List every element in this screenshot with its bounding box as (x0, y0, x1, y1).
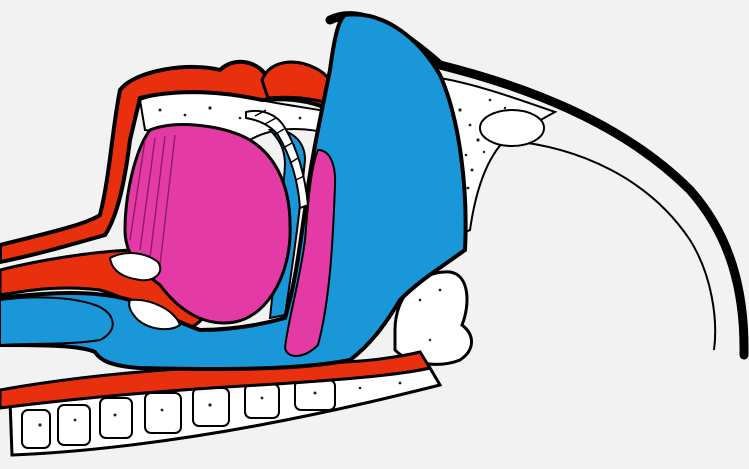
skull-inner-arc (500, 140, 715, 350)
left-blue-channel (0, 297, 113, 345)
bone-cavity-oval (480, 110, 544, 146)
